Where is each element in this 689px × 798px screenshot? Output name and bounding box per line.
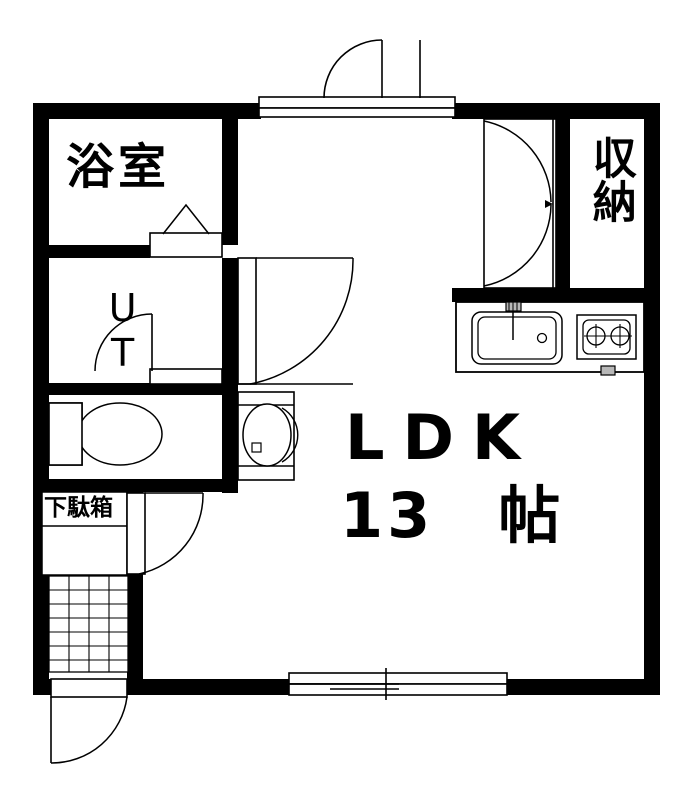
room-label-bathroom: 浴室 (66, 139, 171, 195)
ldk-size-number: 13 (340, 479, 435, 552)
utility-door (94, 313, 223, 385)
utility-label-text: UT (100, 286, 145, 376)
storage-double-doors (483, 118, 557, 289)
hall-door (126, 492, 204, 575)
shoe-cabinet (41, 491, 128, 576)
ldk-size-unit: 帖 (498, 479, 561, 552)
room-label-utility: UT (98, 286, 147, 376)
storage-label-char-1: 収納 (584, 135, 636, 223)
room-label-storage: 収納 (578, 135, 642, 223)
two-burner-stove-fixture (576, 314, 637, 360)
room-label-ldk: LDK (345, 401, 539, 474)
bottom-sliding-window (288, 668, 508, 700)
kitchen-sink-fixture (471, 301, 563, 365)
washbasin-fixture (237, 391, 299, 481)
top-window (258, 39, 456, 118)
entrance-door (50, 678, 128, 764)
kitchen-counter (455, 301, 645, 376)
ldk-to-utility-door (237, 257, 354, 385)
shoe-cabinet-label: 下駄箱 (44, 495, 113, 521)
toilet-fixture (48, 402, 163, 466)
interior-walls (33, 103, 660, 679)
entrance-tile-floor (48, 575, 129, 673)
bathroom-folding-door (149, 203, 223, 258)
